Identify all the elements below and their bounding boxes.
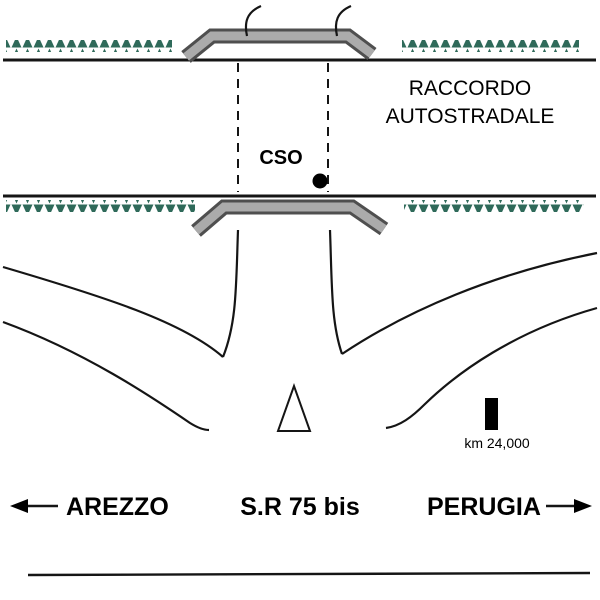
bottom-boundary-line — [27, 571, 591, 577]
km-marker-label: km 24,000 — [464, 435, 530, 451]
destination-right-label: PERUGIA — [427, 493, 541, 521]
bridge-top-post-left — [244, 4, 262, 37]
center-road-edge-right — [328, 229, 344, 355]
bridge-bottom-deck — [193, 202, 387, 235]
ramp-lower-right — [385, 306, 598, 430]
center-road-edge-left — [221, 229, 240, 358]
bridge-top-deck — [183, 31, 375, 61]
cso-marker-dot — [312, 173, 328, 189]
hatching-bottom-left — [6, 200, 195, 212]
ramp-lower-left — [2, 320, 210, 432]
bridge-top-post-right — [334, 4, 352, 37]
ramp-upper-left — [2, 265, 224, 358]
hatching-top-left — [6, 40, 172, 52]
direction-left-arrow-icon — [10, 499, 58, 513]
cso-label: CSO — [259, 147, 302, 169]
highway-name-line2: AUTOSTRADALE — [386, 105, 555, 128]
direction-right-arrow-icon — [546, 499, 592, 513]
bridge-bottom — [191, 199, 389, 237]
road-name-label: S.R 75 bis — [240, 493, 360, 521]
hatching-bottom-right — [404, 200, 584, 212]
km-marker-post — [485, 398, 498, 430]
hatching-top-right — [402, 40, 579, 52]
destination-left-label: AREZZO — [66, 493, 169, 521]
highway-name-line1: RACCORDO — [409, 77, 532, 100]
gore-island-triangle — [276, 383, 312, 432]
bridge-top — [181, 28, 377, 63]
ramp-upper-right — [341, 251, 598, 355]
